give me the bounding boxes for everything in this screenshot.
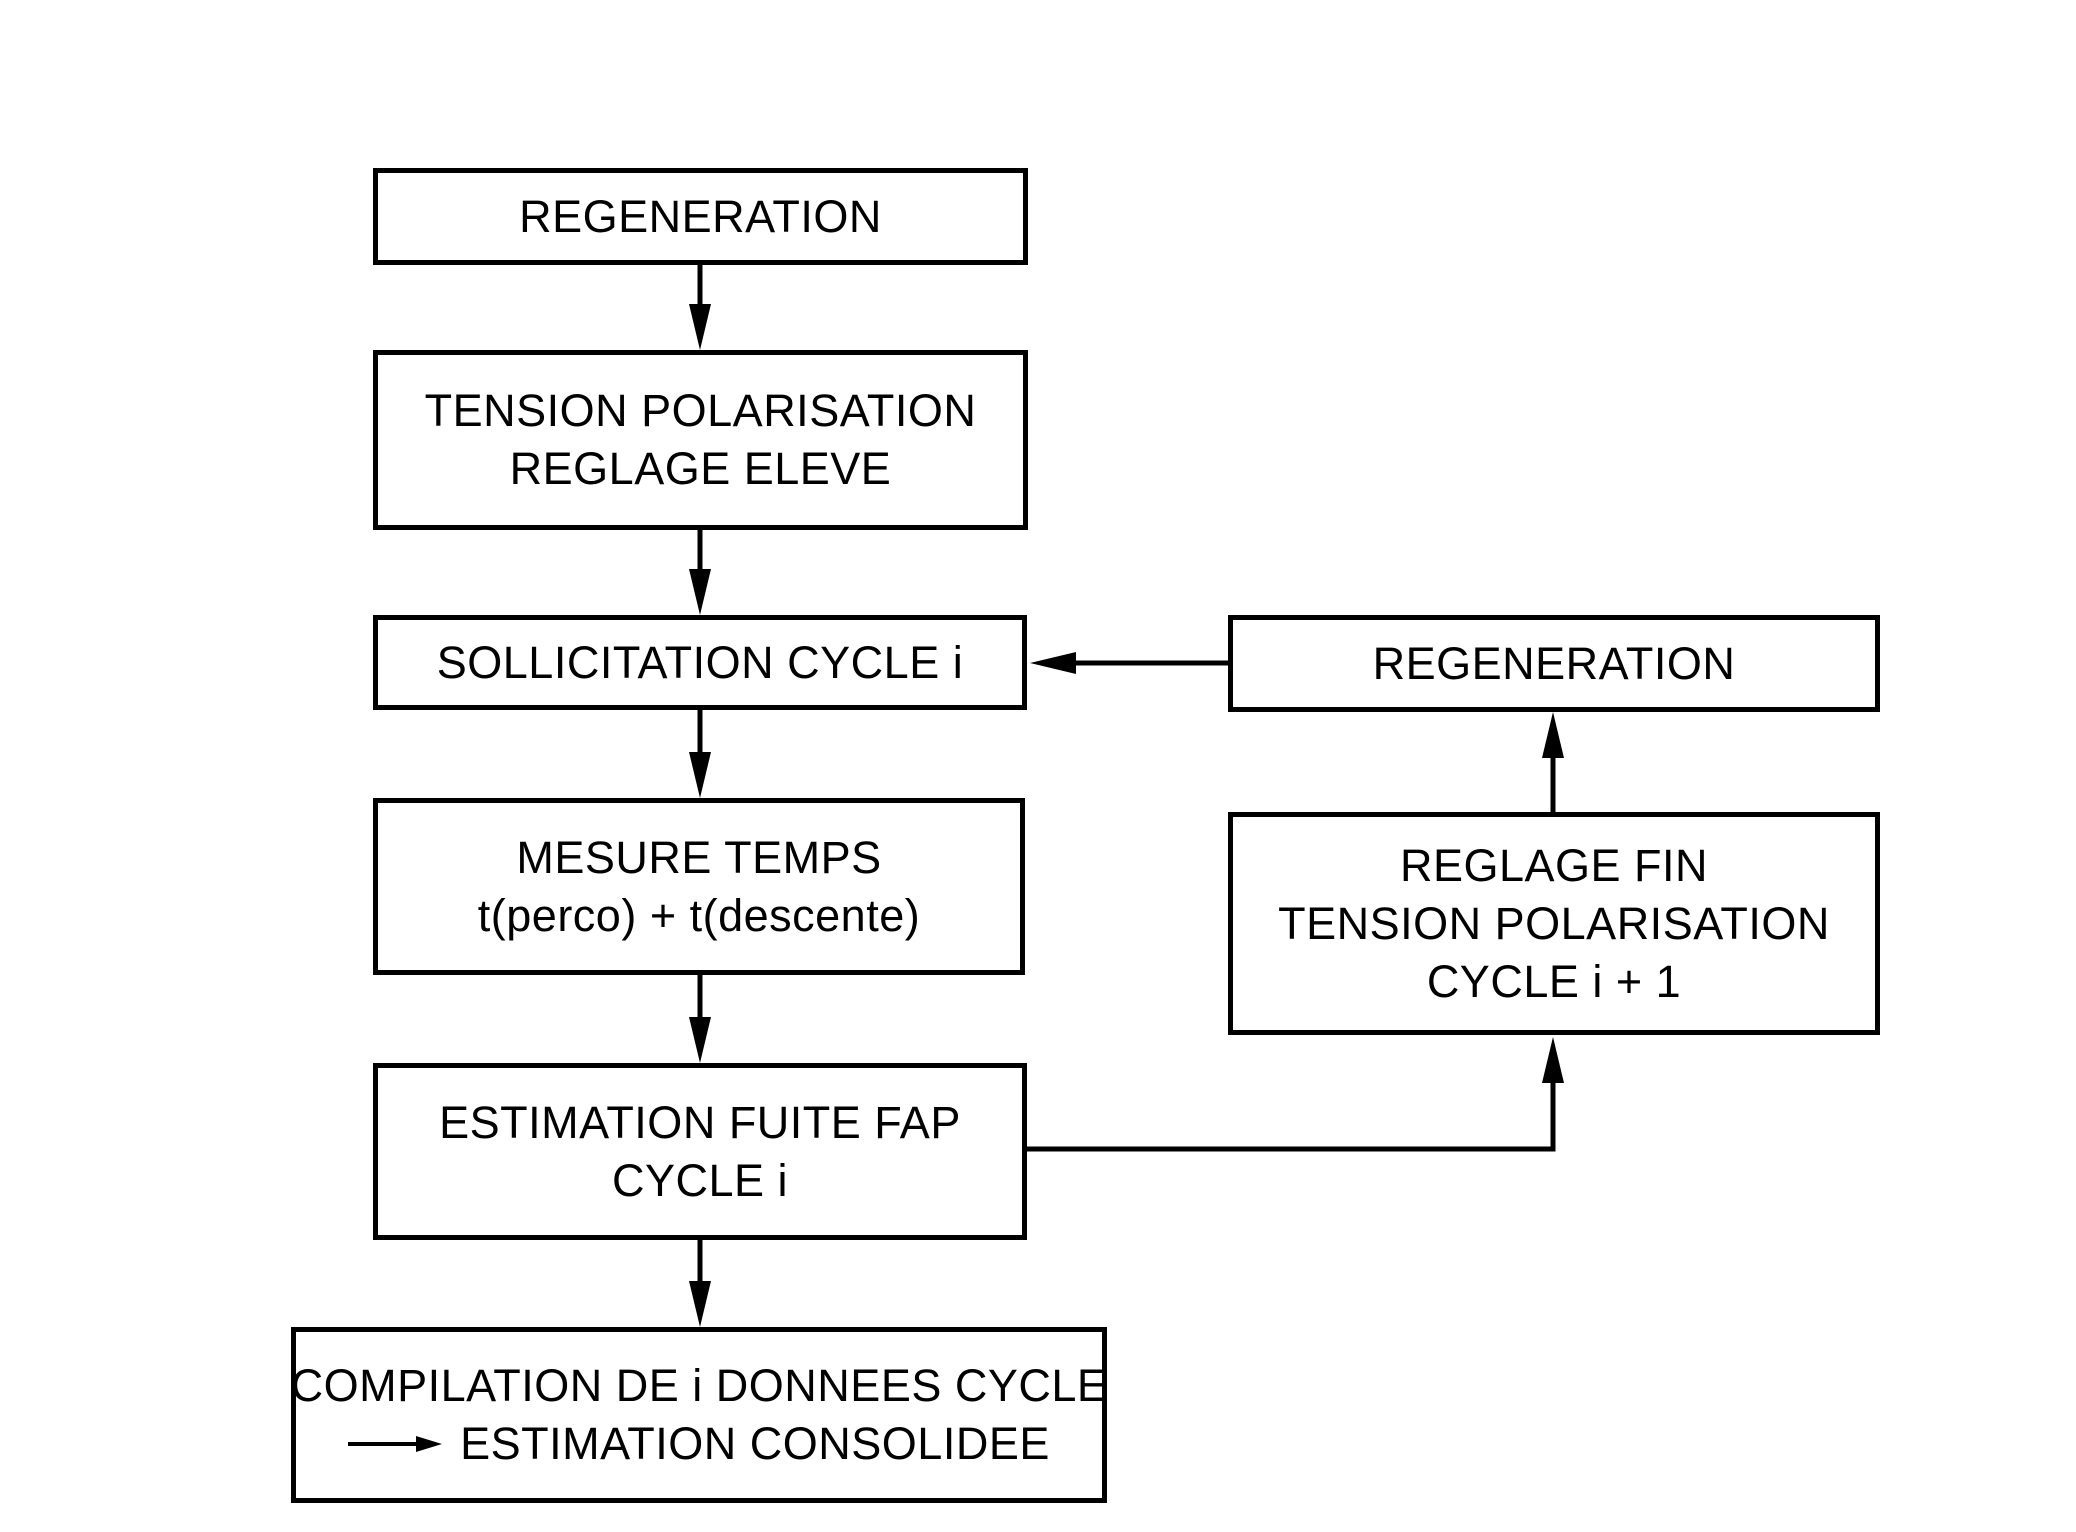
- box-reglage-fin-line1: REGLAGE FIN: [1399, 839, 1709, 891]
- box-tension-polarisation: TENSION POLARISATION REGLAGE ELEVE: [373, 350, 1028, 530]
- box-tension-polarisation-line1: TENSION POLARISATION: [424, 385, 977, 436]
- box-compilation-line2: ESTIMATION CONSOLIDEE: [348, 1415, 1050, 1473]
- box-regeneration-top-label: REGENERATION: [519, 190, 882, 242]
- box-mesure-temps-line2: t(perco) + t(descente): [477, 889, 921, 941]
- box-estimation-fuite-line2: CYCLE i: [611, 1154, 789, 1206]
- box-reglage-fin-line3: CYCLE i + 1: [1426, 955, 1682, 1007]
- box-regeneration-right-label: REGENERATION: [1372, 637, 1736, 689]
- box-compilation-line1: COMPILATION DE i DONNEES CYCLE: [290, 1360, 1108, 1411]
- box-estimation-fuite-fap: ESTIMATION FUITE FAP CYCLE i: [373, 1063, 1027, 1240]
- box-reglage-fin: REGLAGE FIN TENSION POLARISATION CYCLE i…: [1228, 812, 1880, 1035]
- arrow-estimation-to-reglage-fin: [1025, 1037, 1564, 1152]
- box-compilation-donnees: COMPILATION DE i DONNEES CYCLE ESTIMATIO…: [291, 1327, 1107, 1503]
- box-tension-polarisation-line2: REGLAGE ELEVE: [509, 443, 892, 494]
- arrow-tension-to-sollicitation: [689, 528, 711, 615]
- arrow-sollicitation-to-mesure: [689, 710, 711, 798]
- box-regeneration-right: REGENERATION: [1228, 615, 1880, 712]
- box-sollicitation-cycle: SOLLICITATION CYCLE i: [373, 615, 1027, 710]
- box-regeneration-top: REGENERATION: [373, 168, 1028, 265]
- arrow-mesure-to-estimation: [689, 975, 711, 1063]
- arrow-regeneration-right-to-sollicitation: [1030, 652, 1228, 674]
- consolidated-estimation-arrow-icon: [348, 1436, 443, 1452]
- box-mesure-temps: MESURE TEMPS t(perco) + t(descente): [373, 798, 1025, 975]
- box-sollicitation-cycle-label: SOLLICITATION CYCLE i: [436, 636, 964, 688]
- box-estimation-fuite-line1: ESTIMATION FUITE FAP: [439, 1096, 961, 1148]
- arrow-reglage-fin-to-regeneration-right: [1542, 712, 1564, 812]
- arrow-regeneration-to-tension: [689, 265, 711, 350]
- box-compilation-line2-label: ESTIMATION CONSOLIDEE: [460, 1418, 1050, 1469]
- box-mesure-temps-line1: MESURE TEMPS: [516, 831, 882, 883]
- arrow-estimation-to-compilation: [689, 1240, 711, 1327]
- box-reglage-fin-line2: TENSION POLARISATION: [1278, 897, 1830, 949]
